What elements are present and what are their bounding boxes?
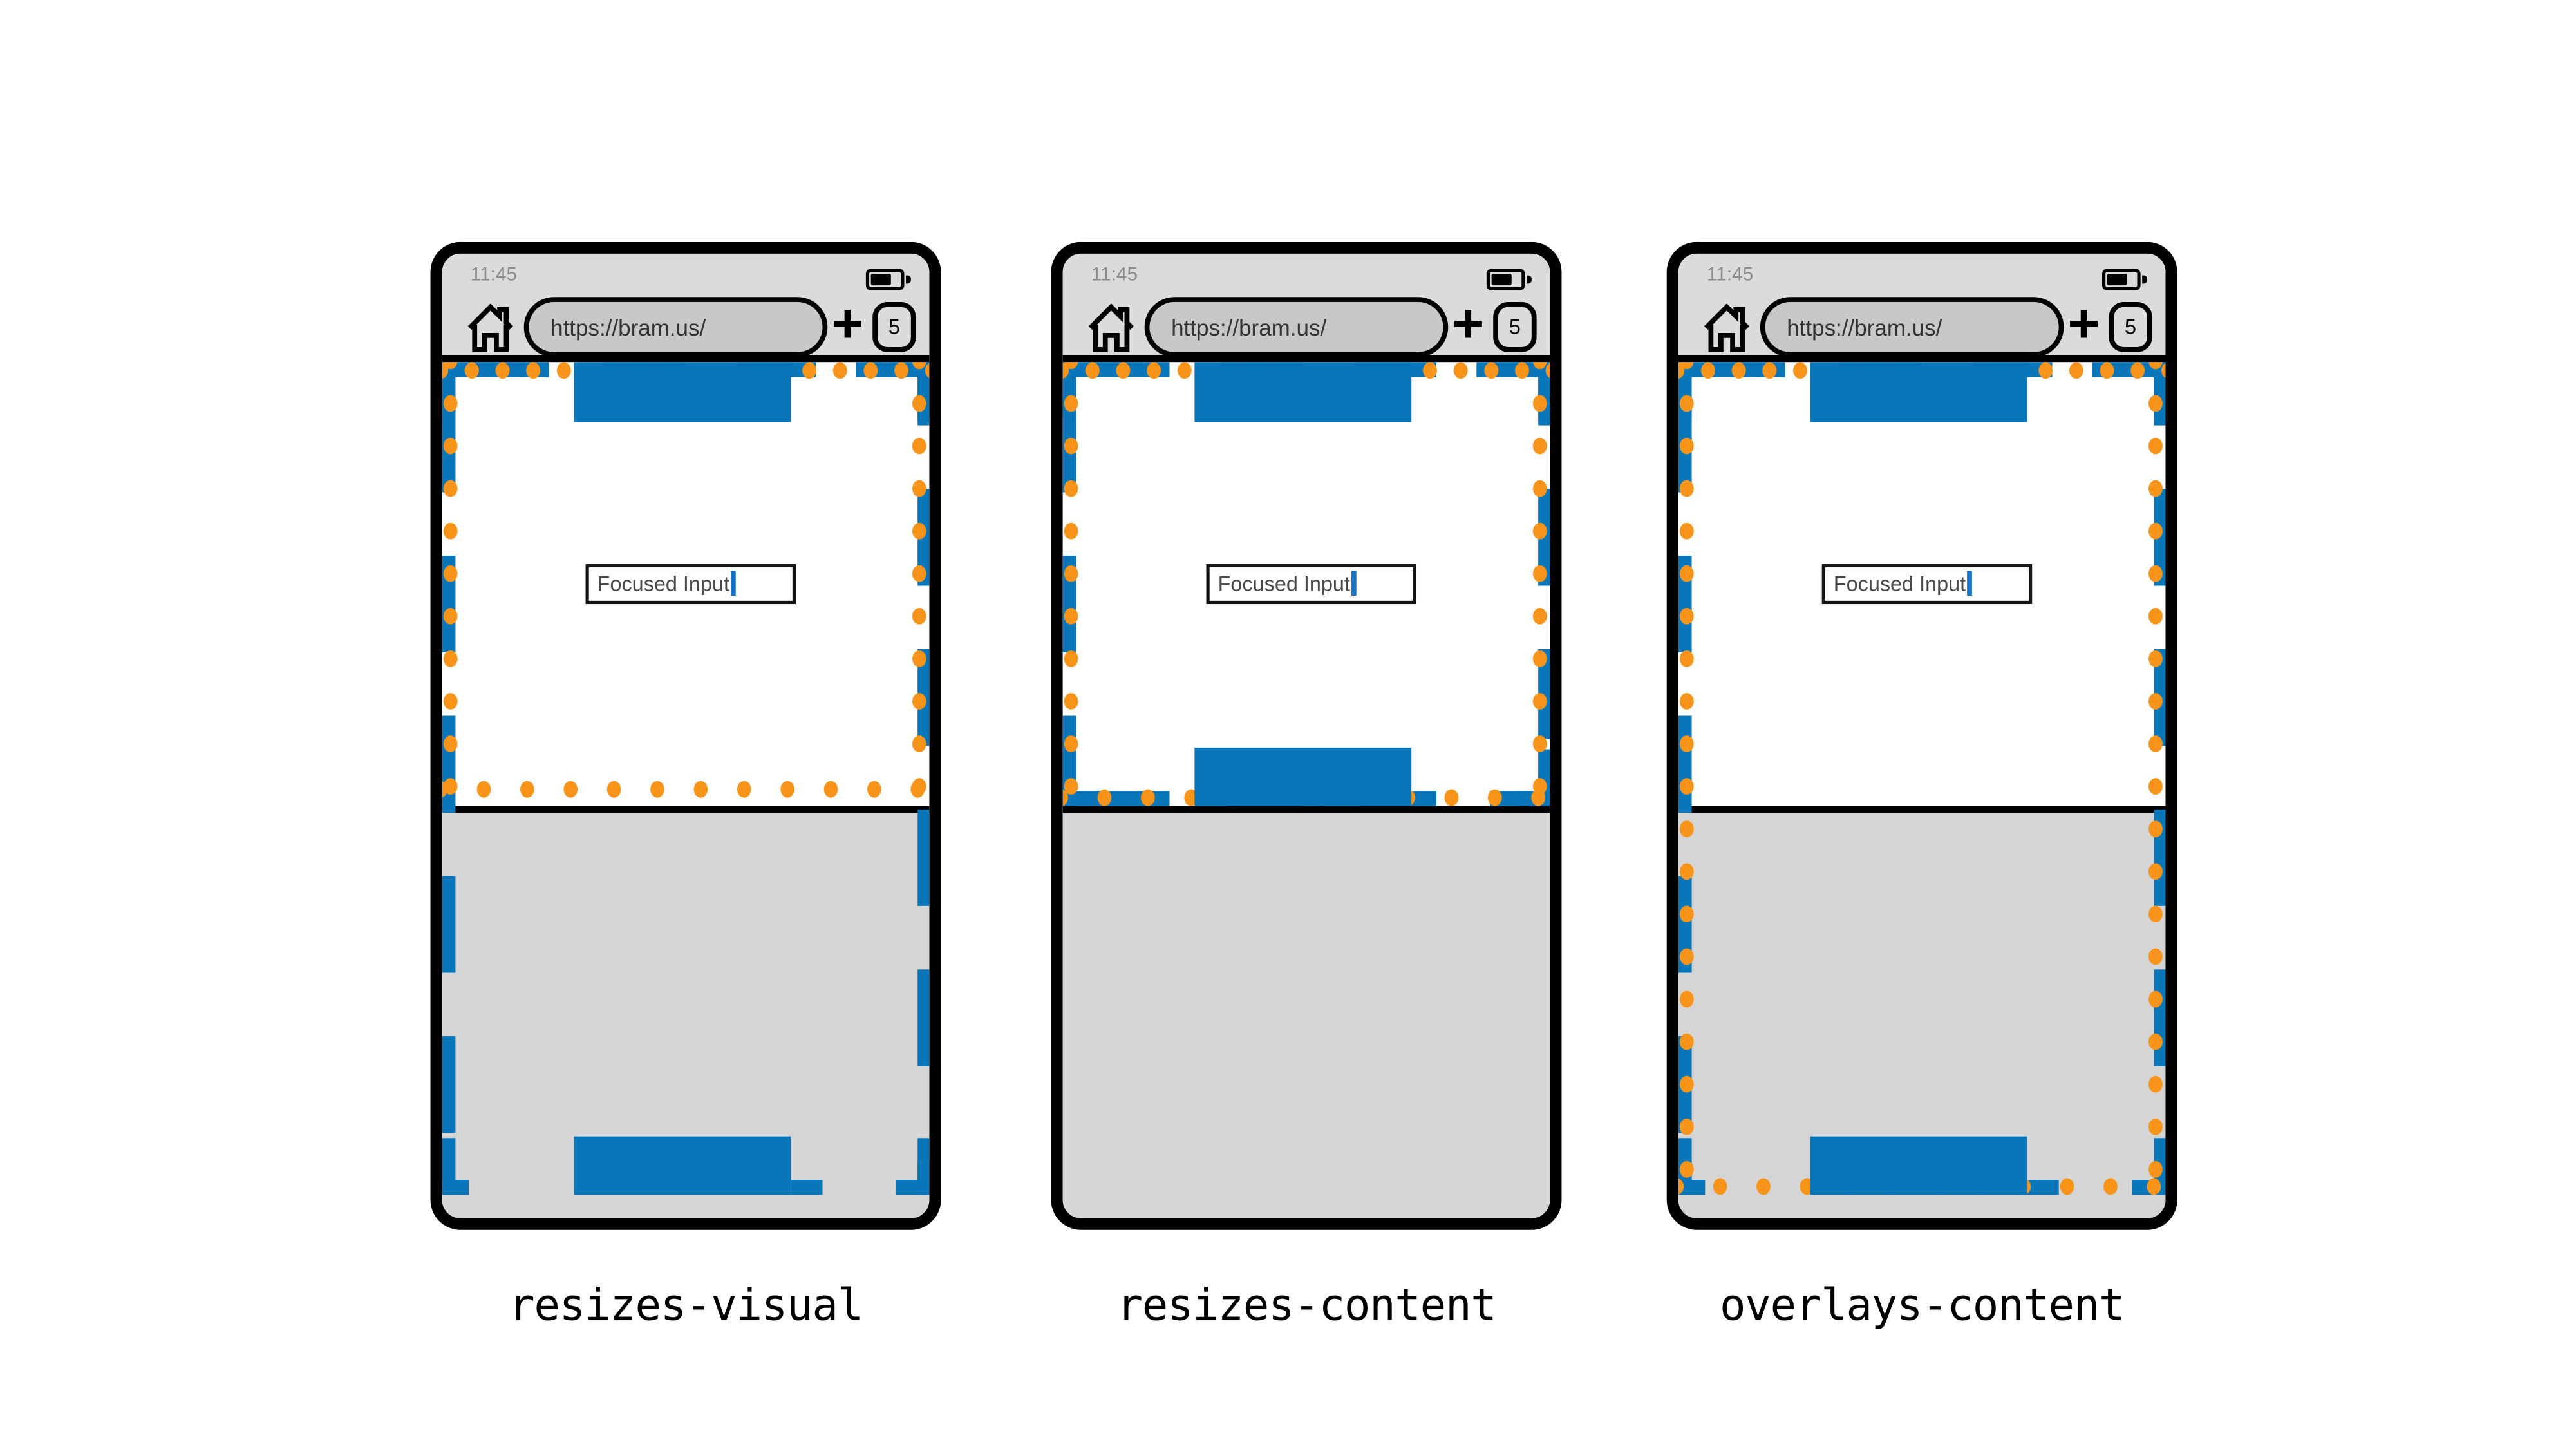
url-text: https://bram.us/ <box>1787 314 1942 340</box>
tab-counter-button[interactable]: 5 <box>1493 302 1537 352</box>
url-text: https://bram.us/ <box>1171 314 1327 340</box>
focused-input[interactable]: Focused Input <box>1821 563 2033 603</box>
blue-dash <box>442 1179 469 1195</box>
fixed-header-element <box>574 362 791 422</box>
new-tab-button[interactable]: + <box>1452 292 1485 354</box>
phone-mockup-3: 11:45 https://bram.us/ + 5 <box>1666 242 2177 1230</box>
fixed-header-element <box>1810 362 2027 422</box>
visual-viewport-border <box>1678 362 2166 1218</box>
fixed-footer-element <box>1194 747 1412 806</box>
tab-counter-button[interactable]: 5 <box>872 302 916 352</box>
battery-body <box>2102 269 2141 290</box>
diagram-label: resizes-visual <box>509 1282 863 1332</box>
status-time: 11:45 <box>1091 265 1138 286</box>
focused-input[interactable]: Focused Input <box>585 563 796 603</box>
battery-fill <box>1490 273 1512 286</box>
tab-counter-button[interactable]: 5 <box>2109 302 2152 352</box>
toolbar-divider <box>1062 354 1550 363</box>
toolbar-divider <box>1678 354 2166 363</box>
browser-chrome: 11:45 https://bram.us/ + 5 <box>442 253 930 357</box>
diagram-label: resizes-content <box>1116 1282 1496 1332</box>
text-caret <box>1351 571 1356 596</box>
battery-terminal <box>1525 275 1531 285</box>
home-icon[interactable] <box>1702 300 1752 355</box>
battery-icon <box>865 269 911 292</box>
orange-dot-column <box>1678 362 1695 1195</box>
battery-icon <box>2102 269 2147 292</box>
panel-resizes-visual: 11:45 https://bram.us/ + 5 <box>430 242 941 1332</box>
tab-count: 5 <box>2125 315 2137 339</box>
battery-icon <box>1486 269 1532 292</box>
home-icon[interactable] <box>465 300 516 355</box>
panel-resizes-content: 11:45 https://bram.us/ + 5 <box>1051 242 1562 1332</box>
input-value: Focused Input <box>1217 571 1350 595</box>
input-value: Focused Input <box>597 571 729 595</box>
url-bar[interactable]: https://bram.us/ <box>1760 297 2064 357</box>
battery-terminal <box>905 275 910 285</box>
home-icon[interactable] <box>1086 300 1136 355</box>
orange-dot-column <box>2147 362 2164 1195</box>
browser-chrome: 11:45 https://bram.us/ + 5 <box>1678 253 2166 357</box>
page-content: Focused Input <box>1062 362 1550 1218</box>
battery-fill <box>870 273 891 286</box>
page-content: Focused Input <box>1678 362 2166 1218</box>
new-tab-button[interactable]: + <box>2067 292 2100 354</box>
virtual-keyboard <box>1678 806 2166 1218</box>
diagram-label: overlays-content <box>1720 1282 2125 1332</box>
blue-dash <box>791 1179 823 1195</box>
tab-count: 5 <box>888 315 900 339</box>
fixed-header-element <box>1194 362 1412 422</box>
new-tab-button[interactable]: + <box>831 292 864 354</box>
phone-mockup-2: 11:45 https://bram.us/ + 5 <box>1051 242 1562 1230</box>
input-value: Focused Input <box>1833 571 1966 595</box>
tab-count: 5 <box>1509 315 1521 339</box>
fixed-footer-element <box>1810 1135 2027 1195</box>
orange-dot-column <box>1062 362 1080 800</box>
orange-dot-column <box>1531 362 1548 800</box>
status-time: 11:45 <box>1706 265 1754 286</box>
toolbar-divider <box>442 354 930 363</box>
virtual-keyboard <box>1062 806 1550 1218</box>
phone-mockup-1: 11:45 https://bram.us/ + 5 <box>430 242 941 1230</box>
orange-dot-column <box>442 362 459 800</box>
text-caret <box>731 571 736 596</box>
battery-body <box>1486 269 1525 290</box>
status-time: 11:45 <box>470 265 518 286</box>
blue-dash <box>896 1179 930 1195</box>
orange-dot-column <box>910 362 928 800</box>
orange-dot-row <box>442 781 930 798</box>
battery-terminal <box>2141 275 2147 285</box>
battery-fill <box>2106 273 2128 286</box>
url-text: https://bram.us/ <box>550 314 706 340</box>
fixed-footer-element <box>574 1135 791 1195</box>
url-bar[interactable]: https://bram.us/ <box>523 297 828 357</box>
focused-input[interactable]: Focused Input <box>1206 563 1417 603</box>
visual-viewport-border <box>1062 362 1550 1218</box>
panel-overlays-content: 11:45 https://bram.us/ + 5 <box>1666 242 2177 1332</box>
url-bar[interactable]: https://bram.us/ <box>1144 297 1449 357</box>
visual-viewport-border <box>442 362 930 1218</box>
battery-body <box>865 269 905 290</box>
browser-chrome: 11:45 https://bram.us/ + 5 <box>1062 253 1550 357</box>
page-content: Focused Input <box>442 362 930 1218</box>
text-caret <box>1967 571 1972 596</box>
